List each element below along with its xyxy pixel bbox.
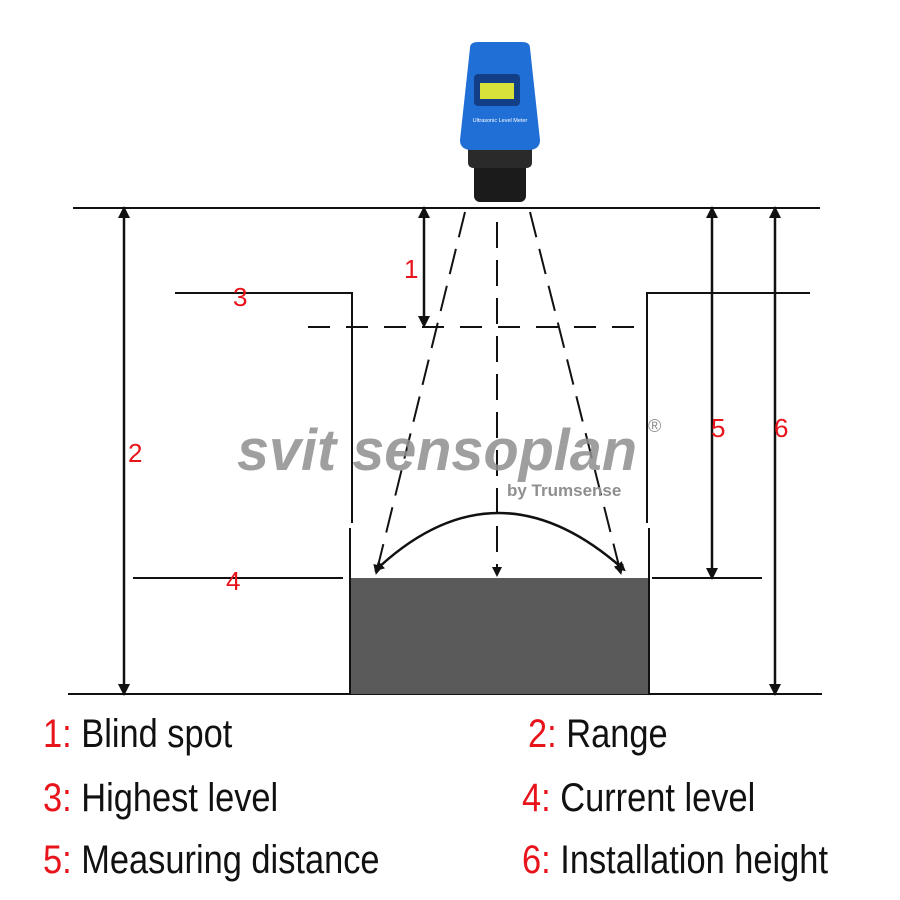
label-installation-height: 6 (774, 413, 788, 443)
legend-number: 2: (528, 712, 557, 756)
watermark: svit sensoplan ® by Trumsense (237, 416, 661, 500)
legend-number: 3: (43, 776, 72, 820)
legend-text: Range (566, 712, 668, 756)
beam-arc (374, 511, 626, 572)
legend-text: Current level (560, 776, 756, 820)
meter-label: Ultrasonic Level Meter (473, 118, 528, 124)
legend-item-blind-spot: 1: Blind spot (43, 712, 232, 756)
legend-number: 4: (522, 776, 551, 820)
legend-number: 1: (43, 712, 72, 756)
tank-wall-right (646, 292, 810, 523)
label-range: 2 (128, 438, 142, 468)
beam-right (529, 211, 624, 575)
legend-text: Installation height (560, 838, 828, 882)
meter-thread (474, 158, 526, 202)
watermark-brand: svit sensoplan (237, 418, 637, 483)
legend-item-highest-level: 3: Highest level (43, 776, 278, 820)
legend-text: Blind spot (81, 712, 233, 756)
label-measuring-distance: 5 (711, 413, 725, 443)
legend-item-current-level: 4: Current level (522, 776, 755, 820)
ultrasonic-level-meter: Ultrasonic Level Meter (460, 42, 540, 202)
watermark-byline: by Trumsense (507, 481, 621, 500)
watermark-registered: ® (648, 416, 661, 436)
label-blind-spot: 1 (404, 254, 418, 284)
legend-item-measuring-distance: 5: Measuring distance (43, 838, 380, 882)
legend-item-range: 2: Range (528, 712, 668, 756)
label-highest-level: 3 (233, 282, 247, 312)
legend-text: Measuring distance (81, 838, 380, 882)
legend-text: Highest level (81, 776, 279, 820)
legend-number: 6: (522, 838, 551, 882)
meter-display (480, 83, 514, 99)
tank-wall-left (175, 292, 353, 523)
beam-left (373, 211, 466, 575)
liquid (351, 578, 648, 694)
label-current-level: 4 (226, 566, 240, 596)
legend-item-installation-height: 6: Installation height (522, 838, 828, 882)
legend-number: 5: (43, 838, 72, 882)
